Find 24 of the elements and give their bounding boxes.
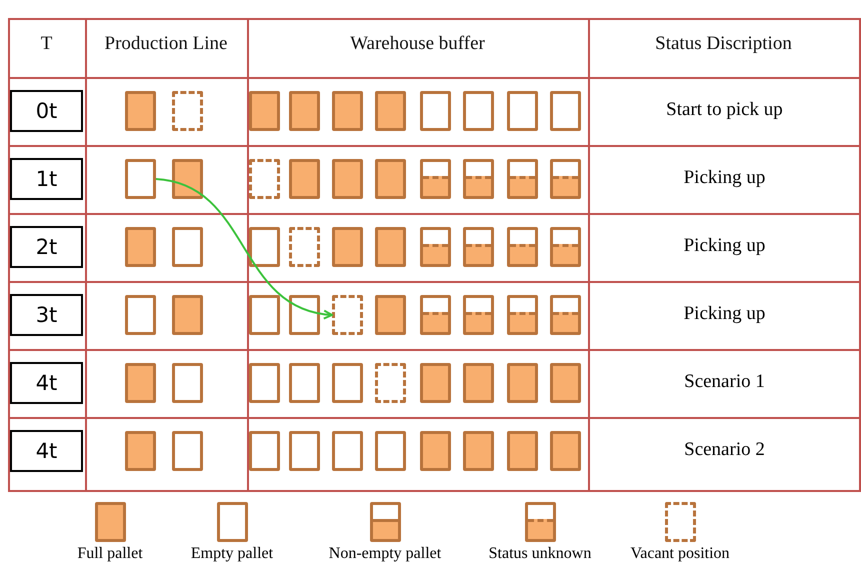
column-header: Warehouse buffer (349, 33, 486, 55)
time-box: 4t (10, 430, 83, 472)
column-header: Production Line (104, 33, 228, 55)
time-box: 1t (10, 158, 83, 200)
legend-label: Vacant position (629, 545, 731, 563)
status-text: Scenario 2 (683, 439, 766, 461)
time-box: 3t (10, 294, 83, 336)
status-text: Scenario 1 (683, 371, 766, 393)
legend-label: Full pallet (76, 545, 144, 563)
time-box: 2t (10, 226, 83, 268)
status-text: Picking up (682, 167, 766, 189)
empty-pallet-icon (125, 159, 156, 199)
column-header: T (40, 33, 54, 55)
legend-label: Empty pallet (190, 545, 274, 563)
status-text: Picking up (682, 303, 766, 325)
time-box: 0t (10, 90, 83, 132)
vacant-position-icon (332, 295, 363, 335)
column-header: Status Discription (654, 33, 793, 55)
legend-label: Non-empty pallet (328, 545, 442, 563)
legend-label: Status unknown (488, 545, 592, 563)
arrow (156, 178, 333, 319)
status-text: Picking up (682, 235, 766, 257)
time-box: 4t (10, 362, 83, 404)
status-text: Start to pick up (665, 99, 784, 121)
